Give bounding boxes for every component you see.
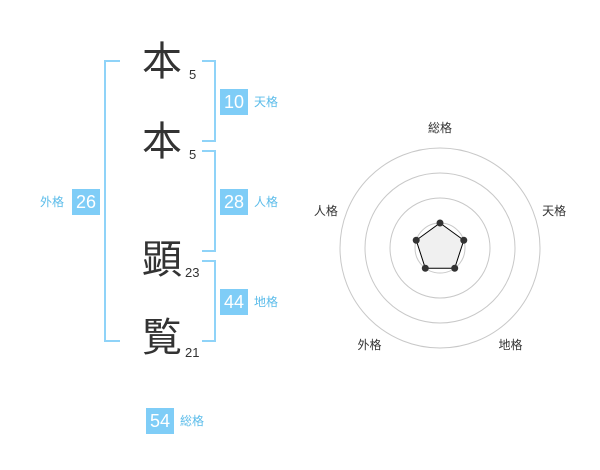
radar-axis-label-5: 人格 — [314, 203, 338, 218]
gaikaku-bracket — [104, 60, 120, 342]
jinkaku-value-badge: 28 — [220, 189, 248, 215]
radar-point-3 — [451, 264, 459, 272]
gaikaku-label: 外格 — [40, 195, 65, 209]
name-char-2: 本 — [142, 119, 182, 165]
gaikaku-value-badge: 26 — [72, 189, 100, 215]
radar-point-5 — [412, 236, 420, 244]
soukaku-label: 総格 — [180, 414, 205, 428]
radar-axis-label-3: 地格 — [499, 337, 523, 352]
radar-axis-label-4: 外格 — [357, 337, 381, 352]
tenkaku-value-badge: 10 — [220, 89, 248, 115]
radar-series-area — [415, 222, 465, 269]
stroke-count-1: 5 — [189, 67, 197, 82]
jinkaku-bracket — [202, 150, 216, 252]
name-char-4: 覧 — [142, 315, 182, 361]
stroke-count-3: 23 — [185, 265, 200, 280]
name-char-3: 顕 — [142, 237, 182, 283]
radar-axis-label-2: 天格 — [542, 203, 566, 218]
chikaku-bracket — [202, 260, 216, 342]
soukaku-value-badge: 54 — [146, 408, 174, 434]
chikaku-value-badge: 44 — [220, 289, 248, 315]
radar-ring — [364, 172, 516, 324]
radar-point-2 — [460, 236, 468, 244]
name-char-1: 本 — [142, 39, 182, 85]
stroke-count-4: 21 — [185, 345, 200, 360]
chikaku-label: 地格 — [254, 295, 279, 309]
stroke-count-2: 5 — [189, 147, 197, 162]
radar-point-4 — [421, 264, 429, 272]
radar-point-1 — [436, 219, 444, 227]
radar-ring — [389, 197, 491, 299]
jinkaku-label: 人格 — [254, 195, 279, 209]
tenkaku-label: 天格 — [254, 95, 279, 109]
tenkaku-bracket — [202, 60, 216, 142]
radar-axis-label-1: 総格 — [428, 120, 452, 135]
radar-ring — [339, 147, 541, 349]
